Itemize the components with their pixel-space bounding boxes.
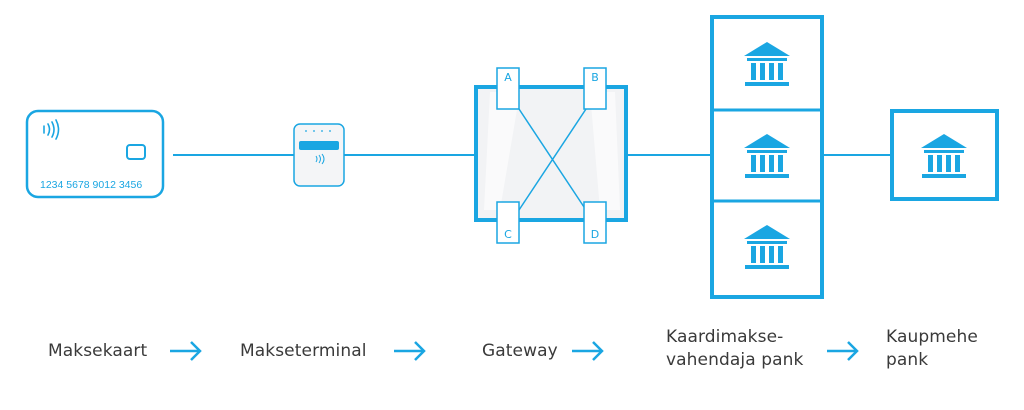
label-acquirer-line2: vahendaja pank — [666, 350, 804, 370]
gateway-node-c-label: C — [504, 228, 512, 241]
arrow-right-icon — [572, 341, 604, 361]
label-gateway: Gateway — [482, 341, 558, 361]
terminal-screen — [299, 141, 339, 150]
arrow-right-icon — [827, 341, 859, 361]
label-terminal: Makseterminal — [240, 341, 367, 361]
gateway-node-c: C — [496, 201, 520, 244]
gateway-node-d: D — [583, 201, 607, 244]
payment-card: 1234 5678 9012 3456 — [25, 109, 165, 199]
arrow-right-icon — [394, 341, 426, 361]
label-acquirer-bank: Kaardimakse- vahendaja pank — [666, 326, 803, 372]
gateway-box: A B C D — [474, 67, 628, 244]
acquirer-bank-stack — [710, 15, 824, 299]
card-chip — [126, 144, 146, 160]
label-merchant-line1: Kaupmehe — [886, 327, 978, 347]
label-card: Maksekaart — [48, 341, 148, 361]
arrow-right-icon — [170, 341, 202, 361]
label-merchant-bank: Kaupmehe pank — [886, 326, 978, 372]
gateway-route-b-c — [518, 108, 587, 211]
terminal-contactless-icon — [315, 153, 325, 165]
gateway-node-d-label: D — [591, 228, 599, 241]
label-merchant-line2: pank — [886, 350, 929, 370]
merchant-bank — [890, 109, 999, 201]
gateway-node-b-label: B — [591, 71, 599, 84]
label-acquirer-line1: Kaardimakse- — [666, 327, 784, 347]
gateway-node-a: A — [496, 67, 520, 110]
contactless-icon — [43, 119, 60, 140]
payment-terminal — [293, 123, 345, 187]
gateway-node-b: B — [583, 67, 607, 110]
card-number: 1234 5678 9012 3456 — [40, 179, 142, 191]
gateway-node-a-label: A — [504, 71, 512, 84]
